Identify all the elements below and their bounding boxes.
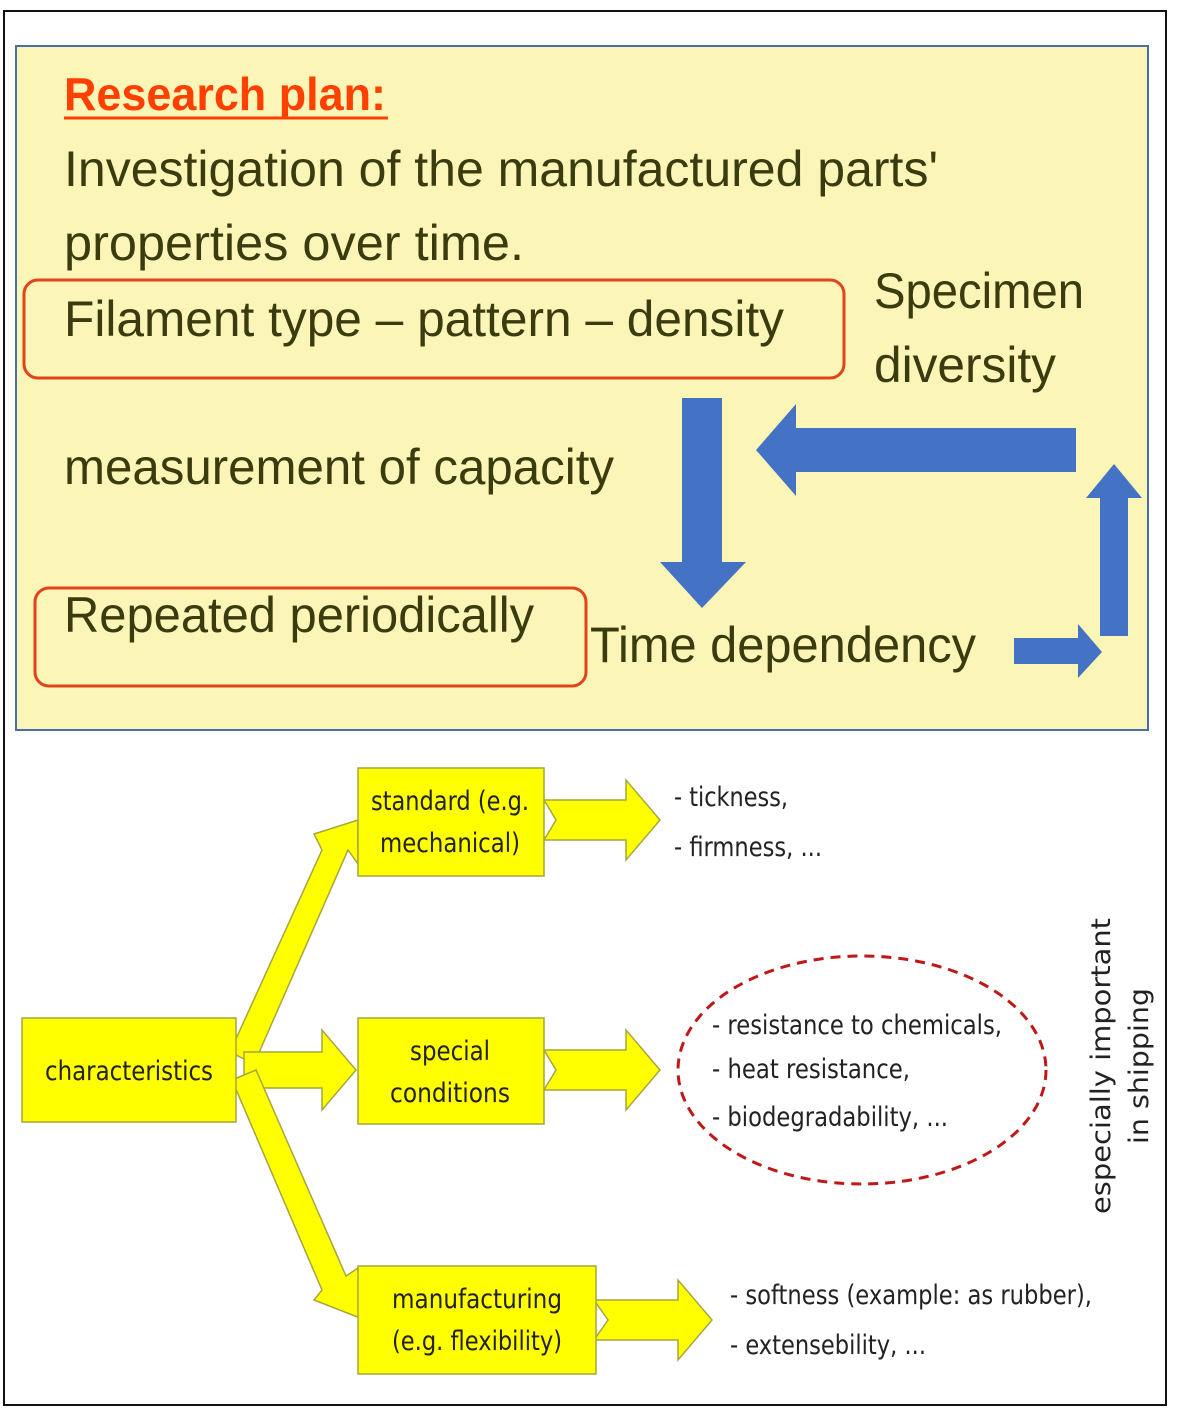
special-label-line1: special xyxy=(410,1036,490,1067)
repeated-label: Repeated periodically xyxy=(64,587,534,643)
right-arrow xyxy=(1014,624,1102,678)
characteristics-box xyxy=(21,1017,237,1123)
manufacturing-item: - softness (example: as rubber), xyxy=(730,1280,1092,1311)
manufacturing-box xyxy=(357,1265,597,1375)
specimen-label-line2: diversity xyxy=(874,337,1056,393)
standard-box xyxy=(357,767,545,877)
shipping-note-line2: in shipping xyxy=(1124,988,1155,1144)
standard-output-arrow xyxy=(542,777,661,863)
research-description-line1: Investigation of the manufactured parts' xyxy=(64,141,938,197)
special-item: - heat resistance, xyxy=(712,1054,910,1085)
special-output-arrow xyxy=(542,1027,661,1113)
manufacturing-output-arrow xyxy=(592,1277,713,1363)
up-arrow xyxy=(1086,464,1142,636)
filament-parameters: Filament type – pattern – density xyxy=(64,291,784,347)
special-label-line2: conditions xyxy=(390,1078,510,1109)
manufacturing-label-line1: manufacturing xyxy=(392,1284,562,1315)
standard-label-line2: mechanical) xyxy=(380,828,520,859)
branch-arrow-up xyxy=(229,818,359,1066)
shipping-note-line1: especially important xyxy=(1086,918,1117,1214)
filament-outline xyxy=(22,278,846,380)
special-item: - resistance to chemicals, xyxy=(712,1010,1002,1041)
standard-item: - tickness, xyxy=(674,782,788,813)
measurement-label: measurement of capacity xyxy=(64,439,614,495)
time-dependency-label: Time dependency xyxy=(590,617,976,673)
left-arrow xyxy=(756,404,1076,496)
special-conditions-box xyxy=(357,1017,545,1125)
repeated-outline xyxy=(33,586,588,688)
research-description-line2: properties over time. xyxy=(64,215,524,271)
branch-arrow-down xyxy=(231,1069,361,1320)
characteristics-label: characteristics xyxy=(45,1056,213,1087)
shipping-highlight-ellipse xyxy=(676,954,1048,1186)
manufacturing-label-line2: (e.g. flexibility) xyxy=(392,1326,562,1357)
manufacturing-item: - extensebility, ... xyxy=(730,1330,926,1361)
specimen-label-line1: Specimen xyxy=(874,263,1084,319)
research-plan-title: Research plan: xyxy=(64,68,386,120)
standard-item: - firmness, ... xyxy=(674,832,822,863)
research-plan-panel xyxy=(15,45,1149,731)
standard-label-line1: standard (e.g. xyxy=(371,786,529,817)
down-arrow xyxy=(660,398,746,608)
special-item: - biodegradability, ... xyxy=(712,1102,948,1133)
